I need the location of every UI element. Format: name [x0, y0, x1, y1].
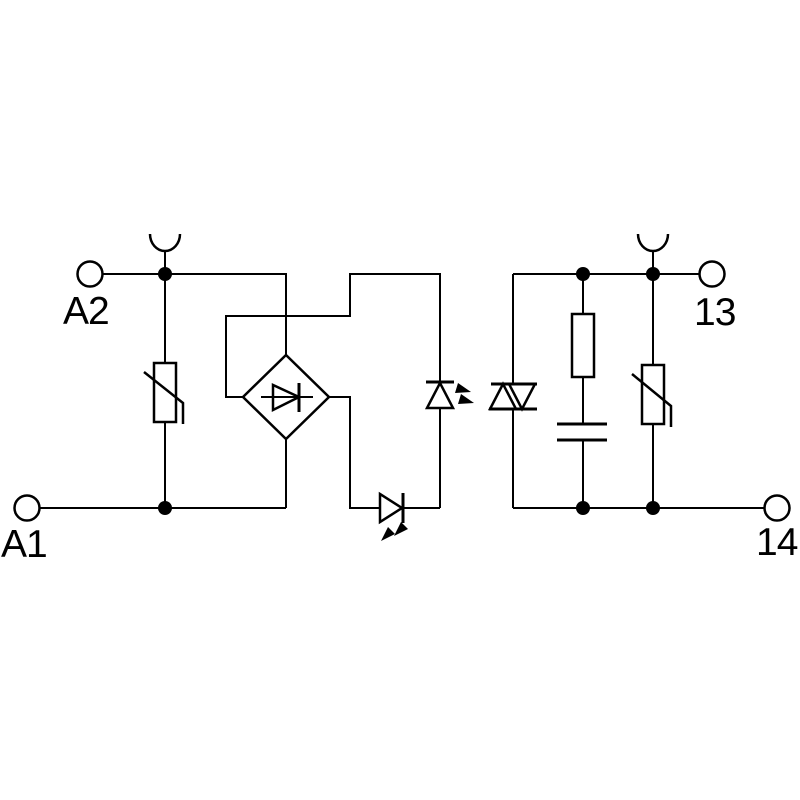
terminal-label-14: 14: [756, 521, 798, 564]
opto-light-arrow: [455, 383, 471, 393]
terminal-a1: [13, 494, 41, 522]
opto-light-arrow: [458, 394, 474, 404]
junction-dot: [576, 501, 590, 515]
wire-a2-to-bridge: [103, 273, 287, 355]
snubber-resistor-icon: [570, 312, 596, 379]
output-varistor-icon: [631, 363, 673, 427]
input-varistor-icon: [143, 361, 185, 424]
terminal-label-a1: A1: [1, 523, 48, 566]
terminal-label-13: 13: [694, 291, 736, 334]
status-led-light-arrow: [394, 522, 408, 536]
junction-dot: [646, 501, 660, 515]
wire-bridge-dc-plus: [329, 396, 440, 509]
junction-dot: [158, 267, 172, 281]
optocoupler-led-icon: [424, 380, 474, 410]
status-led-light-arrow: [381, 527, 395, 541]
terminal-label-a2: A2: [63, 290, 110, 333]
junction-dot: [646, 267, 660, 281]
terminal-a2: [76, 260, 104, 288]
junction-dots: [158, 267, 660, 515]
wire-a1-to-bridge: [40, 439, 287, 509]
optocoupler-triac-output-icon: [487, 381, 538, 412]
wires: [40, 251, 764, 509]
junction-dot: [158, 501, 172, 515]
junction-dot: [576, 267, 590, 281]
wire-bridge-dc-minus: [225, 273, 441, 508]
plug-in-socket-contact-right-icon: [636, 233, 670, 253]
terminal-14: [763, 494, 791, 522]
status-led-icon: [378, 491, 408, 541]
plug-in-socket-contact-left-icon: [148, 233, 182, 253]
snubber-capacitor-icon: [557, 422, 607, 442]
bridge-rectifier-icon: [241, 353, 331, 441]
terminal-13: [698, 260, 726, 288]
